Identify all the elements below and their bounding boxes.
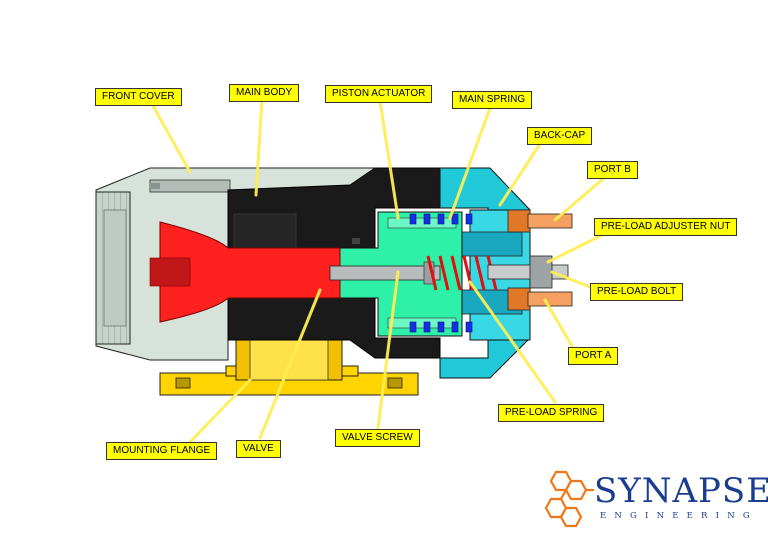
port-a-fitting [507,287,573,311]
label-front-cover: FRONT COVER [95,88,182,106]
label-main-spring: MAIN SPRING [452,91,533,109]
label-valve: VALVE [236,440,281,458]
label-valve-screw: VALVE SCREW [335,429,420,447]
pre-load-bolt-part [487,255,569,289]
label-back-cap: BACK-CAP [527,127,593,145]
leader-lines [150,98,606,444]
label-port-a: PORT A [568,347,619,365]
label-port-b: PORT B [587,161,638,179]
label-piston-actuator: PISTON ACTUATOR [325,85,433,103]
pre-load-spring-part [426,255,498,291]
label-main-body: MAIN BODY [229,84,300,102]
port-b-fitting [507,209,573,233]
logo-wordmark: SYNAPSE [594,471,768,511]
main-spring-part [409,213,473,333]
hexagon-molecule-icon [544,470,594,528]
label-pre-load-adjuster-nut: PRE-LOAD ADJUSTER NUT [594,218,738,236]
label-pre-load-spring: PRE-LOAD SPRING [498,404,605,422]
label-pre-load-bolt: PRE-LOAD BOLT [590,283,684,301]
logo-subtitle: ENGINEERING [600,511,758,521]
label-mounting-flange: MOUNTING FLANGE [106,442,218,460]
valve-poppet [149,221,341,323]
synapse-logo: SYNAPSE ENGINEERING [538,466,768,532]
